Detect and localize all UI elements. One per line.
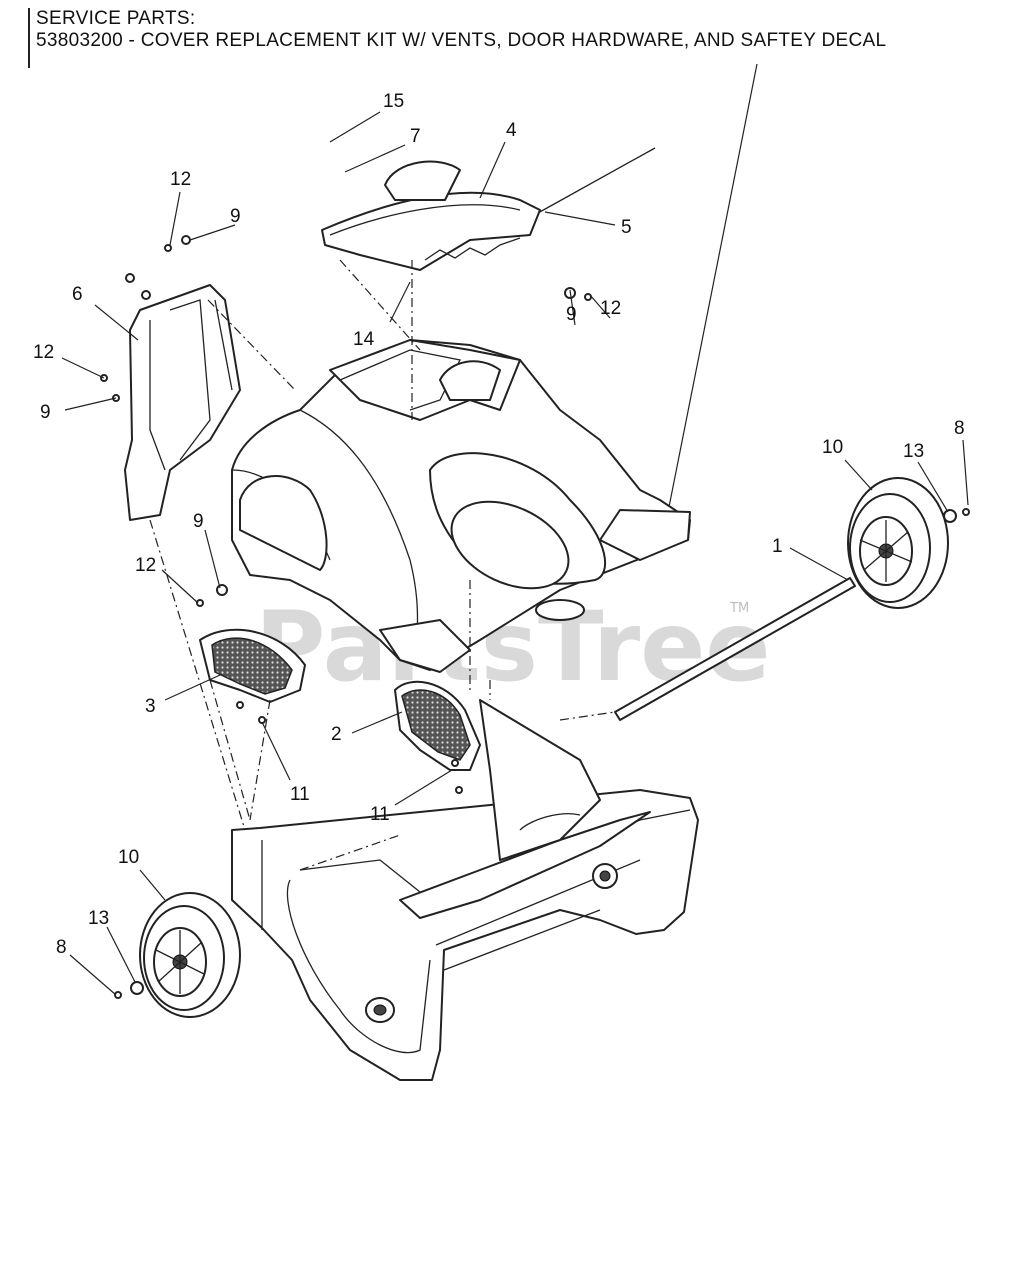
callout-12-left: 12 — [33, 342, 54, 363]
callout-labels: 15 7 4 5 14 12 9 6 12 9 9 12 9 12 3 11 2… — [33, 91, 965, 958]
vent-left — [199, 628, 306, 703]
callout-8-left: 8 — [56, 937, 67, 958]
wheel-left — [139, 892, 241, 1018]
wheel-right — [847, 477, 949, 609]
chute-bracket — [124, 284, 241, 521]
axle — [614, 577, 856, 721]
trademark-mark: TM — [729, 601, 749, 616]
callout-11-center: 11 — [370, 804, 390, 825]
main-cover-shroud — [231, 339, 691, 673]
callout-12-right: 12 — [600, 298, 621, 319]
callout-14: 14 — [353, 329, 375, 350]
callout-9-left: 9 — [40, 402, 51, 423]
callout-4: 4 — [506, 120, 517, 141]
callout-10-right: 10 — [822, 437, 843, 458]
callout-11-left: 11 — [290, 784, 310, 805]
callout-9-lower: 9 — [193, 511, 204, 532]
service-parts-header: SERVICE PARTS: 53803200 - COVER REPLACEM… — [28, 8, 1006, 68]
callout-12-lower: 12 — [135, 555, 156, 576]
callout-9-right: 9 — [566, 304, 577, 325]
callout-8-right: 8 — [954, 418, 965, 439]
alignment-lines — [149, 259, 616, 871]
callout-12-top-left: 12 — [170, 169, 191, 190]
callout-6: 6 — [72, 284, 83, 305]
service-parts-title: SERVICE PARTS: — [36, 8, 196, 29]
discharge-deflector — [321, 160, 541, 271]
cover-kit-description: 53803200 - COVER REPLACEMENT KIT W/ VENT… — [36, 30, 887, 51]
auger-housing — [231, 699, 699, 1081]
callout-3: 3 — [145, 696, 156, 717]
kit-leader-line — [667, 63, 758, 513]
callout-13-left: 13 — [88, 908, 109, 929]
callout-15: 15 — [383, 91, 404, 112]
callout-leaders — [61, 111, 969, 996]
callout-7: 7 — [410, 126, 421, 147]
callout-1: 1 — [772, 536, 783, 557]
callout-13-right: 13 — [903, 441, 924, 462]
vent-right — [394, 680, 481, 771]
callout-2: 2 — [331, 724, 342, 745]
callout-10-left: 10 — [118, 847, 139, 868]
callout-9-top-left: 9 — [230, 206, 241, 227]
callout-5: 5 — [621, 217, 632, 238]
